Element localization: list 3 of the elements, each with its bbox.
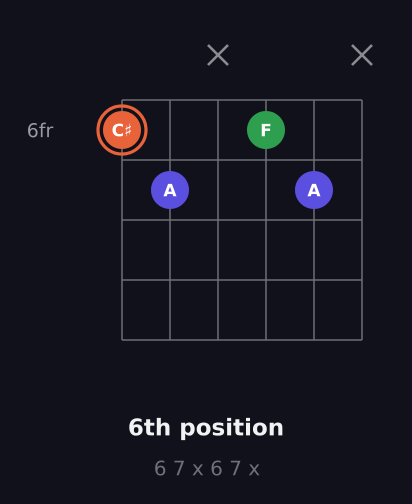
chord-title: 6th position — [129, 418, 282, 440]
fingering-caption: 6 7 x 6 7 x — [155, 460, 260, 476]
fret-number: 6fr — [28, 122, 54, 138]
